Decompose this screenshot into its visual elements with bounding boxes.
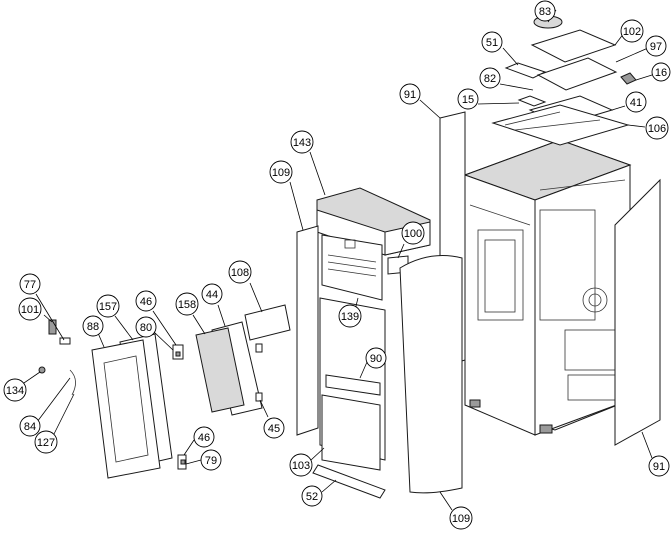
callout-label: 90 (370, 353, 382, 365)
callout-label: 134 (6, 385, 24, 397)
hardware-80 (172, 344, 184, 360)
callout-label: 84 (24, 421, 36, 433)
hardware-46-79 (177, 454, 187, 470)
callout-label: 97 (650, 41, 662, 53)
plate-90 (325, 374, 381, 396)
callout-108: 108 (228, 260, 263, 313)
callout-134: 134 (3, 371, 41, 402)
callout-84: 84 (19, 377, 71, 437)
side-panel-right (614, 178, 661, 446)
callout-16: 16 (635, 62, 671, 82)
callout-158: 158 (175, 292, 206, 335)
callout-139: 139 (338, 297, 362, 328)
callout-106: 106 (627, 116, 669, 140)
callout-label: 91 (653, 461, 665, 473)
screw-134 (38, 366, 46, 374)
callout-label: 108 (231, 267, 249, 279)
callout-103: 103 (289, 447, 325, 477)
front-door-88 (91, 339, 161, 479)
callout-label: 157 (99, 301, 117, 313)
callout-90: 90 (359, 347, 387, 379)
pin-45-upper (255, 343, 263, 353)
callout-15: 15 (457, 88, 520, 110)
callout-91-top: 91 (399, 83, 441, 119)
callout-label: 91 (404, 89, 416, 101)
callout-label: 143 (293, 137, 311, 149)
lower-door (321, 394, 381, 471)
callout-label: 16 (655, 67, 667, 79)
curved-side-panel (399, 255, 463, 494)
callout-label: 79 (205, 455, 217, 467)
callout-label: 44 (206, 289, 218, 301)
callout-83: 83 (534, 0, 557, 23)
hardware-101 (48, 319, 71, 345)
callout-label: 51 (486, 37, 498, 49)
callout-label: 45 (268, 423, 280, 435)
callout-97: 97 (615, 35, 667, 63)
glass-panel-158 (195, 327, 245, 413)
callout-label: 101 (21, 304, 39, 316)
callout-91-bottom: 91 (641, 431, 670, 477)
hinge-84 (69, 369, 76, 396)
callout-127: 127 (34, 393, 75, 454)
callout-41: 41 (611, 91, 647, 113)
callout-46-top: 46 (135, 290, 177, 346)
callout-label: 77 (24, 279, 36, 291)
callout-label: 109 (452, 513, 470, 525)
callout-label: 83 (539, 6, 551, 18)
callout-label: 109 (272, 167, 290, 179)
callout-label: 52 (306, 491, 318, 503)
callout-label: 80 (140, 322, 152, 334)
callout-102: 102 (614, 19, 644, 46)
callout-label: 127 (37, 437, 55, 449)
callout-79: 79 (185, 449, 222, 471)
callout-label: 82 (484, 73, 496, 85)
callout-80: 80 (135, 316, 174, 351)
front-side-frame (296, 225, 319, 436)
callout-143: 143 (290, 130, 326, 196)
stove-body (463, 139, 632, 436)
pin-45 (255, 392, 263, 402)
callout-52: 52 (301, 479, 337, 507)
callout-group: 83 102 51 97 82 16 (3, 0, 671, 530)
callout-label: 46 (198, 432, 210, 444)
callout-82: 82 (479, 67, 534, 91)
callout-45: 45 (259, 399, 285, 439)
top-assembly (491, 15, 637, 146)
bottom-strip (312, 464, 386, 499)
callout-109-top: 109 (269, 160, 304, 231)
callout-88: 88 (82, 315, 105, 348)
callout-label: 15 (462, 94, 474, 106)
callout-label: 139 (341, 311, 359, 323)
callout-label: 106 (648, 123, 666, 135)
callout-51: 51 (481, 31, 519, 66)
callout-101: 101 (18, 297, 53, 323)
front-grille-panel (321, 234, 383, 301)
callout-100: 100 (397, 221, 425, 259)
callout-label: 41 (630, 97, 642, 109)
bracket-108 (244, 304, 291, 341)
callout-label: 102 (623, 26, 641, 38)
callout-label: 158 (178, 299, 196, 311)
callout-label: 103 (292, 460, 310, 472)
callout-46-bottom: 46 (183, 426, 215, 456)
callout-44: 44 (201, 283, 226, 327)
callout-109-bottom: 109 (439, 491, 473, 530)
callout-label: 88 (87, 321, 99, 333)
callout-label: 100 (404, 228, 422, 240)
callout-157: 157 (96, 294, 134, 341)
callout-label: 46 (140, 296, 152, 308)
callout-77: 77 (19, 273, 65, 341)
